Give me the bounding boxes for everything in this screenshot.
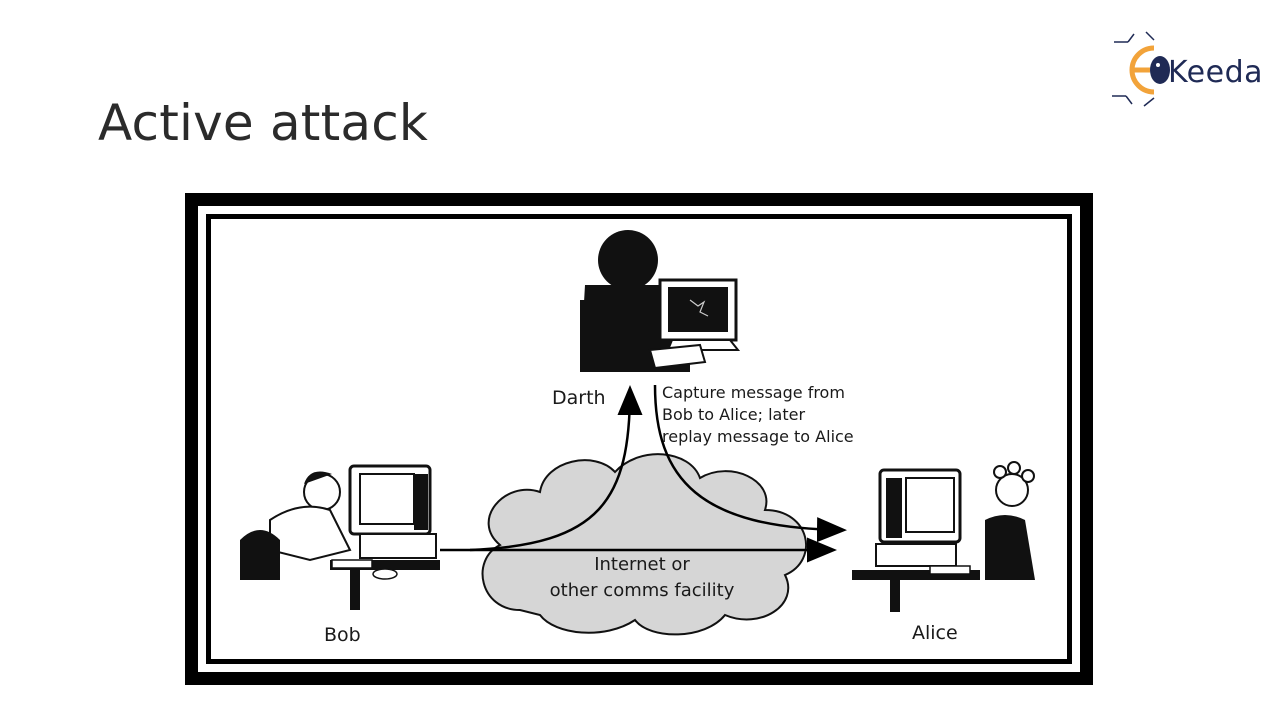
- bob-label: Bob: [324, 624, 361, 646]
- slide-title: Active attack: [98, 94, 429, 152]
- arrow-replay-to-alice: [653, 384, 847, 543]
- annotation-line-3: replay message to Alice: [662, 427, 854, 446]
- ekeeda-e-icon: [1112, 31, 1170, 107]
- network-cloud: [481, 453, 808, 636]
- ekeeda-logo: [1112, 31, 1170, 107]
- logo-text: Keeda: [1168, 55, 1264, 90]
- annotation-line-2: Bob to Alice; later: [662, 405, 805, 424]
- annotation-line-1: Capture message from: [662, 383, 845, 402]
- network-label-line-1: Internet or: [594, 554, 690, 575]
- bob-figure: [240, 464, 440, 610]
- darth-label: Darth: [552, 387, 606, 409]
- alice-label: Alice: [912, 622, 958, 644]
- arrow-capture-to-darth: [469, 385, 643, 552]
- darth-figure: [580, 230, 741, 372]
- alice-figure: [852, 461, 1035, 612]
- network-label-line-2: other comms facility: [550, 580, 735, 601]
